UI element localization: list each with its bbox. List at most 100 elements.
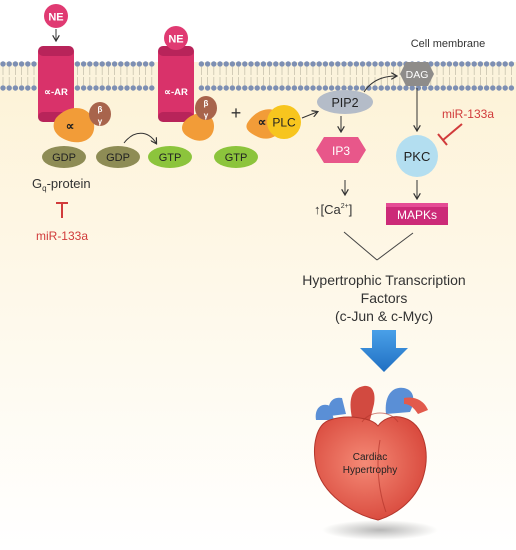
- membrane-lipid-head: [136, 85, 143, 91]
- pkc-kinase: PKC: [396, 135, 438, 177]
- membrane-lipid-head: [223, 61, 229, 67]
- dag-label: DAG: [406, 69, 429, 81]
- membrane-lipid-head: [18, 61, 25, 67]
- membrane-lipid-head: [440, 61, 446, 67]
- membrane-lipid-head: [0, 85, 6, 91]
- membrane-lipid-head: [428, 85, 434, 91]
- membrane-lipid-head: [235, 85, 242, 91]
- membrane-lipid-head: [254, 61, 260, 67]
- membrane-lipid-head: [390, 85, 397, 91]
- gtp-pill-2: GTP: [214, 146, 258, 168]
- mir133a-right-label: miR-133a: [442, 107, 494, 121]
- membrane-lipid-head: [31, 85, 37, 91]
- membrane-lipid-head: [397, 61, 403, 67]
- membrane-lipid-head: [273, 61, 279, 67]
- membrane-lipid-head: [285, 61, 291, 67]
- membrane-lipid-head: [335, 85, 341, 91]
- svg-text:β: β: [204, 99, 209, 108]
- gq-protein-trimer-left: ∝ β γ: [53, 102, 111, 143]
- membrane-lipid-head: [142, 85, 149, 91]
- membrane-lipid-head: [111, 61, 118, 67]
- heart-label-line1: Cardiac: [353, 452, 387, 463]
- transcription-factors-line1: Hypertrophic Transcription: [302, 272, 465, 288]
- membrane-lipid-head: [508, 85, 515, 91]
- membrane-lipid-head: [99, 61, 105, 67]
- membrane-lipid-head: [490, 85, 496, 91]
- pip2-lipid: PIP2: [317, 90, 373, 114]
- membrane-lipid-head: [285, 85, 291, 91]
- membrane-lipid-head: [341, 61, 347, 67]
- gdp-gtp-exchange-arrow: [123, 132, 156, 143]
- membrane-lipid-head: [248, 61, 254, 67]
- membrane-lipid-head: [384, 61, 391, 67]
- membrane-lipid-head: [477, 85, 484, 91]
- membrane-lipid-head: [291, 85, 298, 91]
- heart-illustration: Cardiac Hypertrophy: [314, 385, 438, 540]
- gq-protein-dissociated-right: β γ: [182, 96, 217, 141]
- membrane-lipid-head: [446, 85, 453, 91]
- gdp-pill-2: GDP: [96, 146, 140, 168]
- membrane-lipid-head: [316, 61, 322, 67]
- membrane-lipid-head: [372, 85, 378, 91]
- membrane-lipid-head: [105, 61, 112, 67]
- membrane-lipid-head: [136, 61, 143, 67]
- membrane-lipid-head: [87, 61, 93, 67]
- membrane-lipid-head: [18, 85, 25, 91]
- membrane-lipid-head: [347, 85, 353, 91]
- mir133a-inhibition-left: miR-133a: [36, 202, 88, 243]
- alpha-adrenergic-receptor-right: ∝-AR: [158, 46, 194, 122]
- big-blue-arrow: [360, 330, 408, 372]
- membrane-lipid-head: [118, 61, 124, 67]
- plc-to-pip2-arrow: [301, 112, 317, 119]
- membrane-lipid-head: [477, 61, 484, 67]
- membrane-lipid-head: [229, 85, 236, 91]
- membrane-lipid-head: [471, 61, 477, 67]
- membrane-lipid-head: [322, 85, 329, 91]
- membrane-lipid-head: [465, 85, 471, 91]
- gdp-pill-1: GDP: [42, 146, 86, 168]
- membrane-lipid-head: [297, 85, 304, 91]
- calcium-increase-label: ↑[Ca2+]: [314, 202, 352, 217]
- alpha-adrenergic-receptor-left: ∝-AR: [38, 46, 74, 122]
- membrane-lipid-head: [105, 85, 112, 91]
- membrane-lipid-head: [149, 61, 155, 67]
- membrane-lipid-head: [223, 85, 229, 91]
- cell-membrane: [0, 61, 516, 91]
- membrane-lipid-head: [322, 61, 329, 67]
- gq-protein-label: Gq-protein: [32, 176, 91, 193]
- membrane-lipid-head: [353, 85, 360, 91]
- membrane-lipid-head: [235, 61, 242, 67]
- membrane-lipid-head: [266, 85, 273, 91]
- ne-ligand-left: NE: [44, 4, 68, 40]
- membrane-lipid-head: [403, 85, 409, 91]
- membrane-lipid-head: [347, 61, 353, 67]
- membrane-lipid-head: [12, 61, 19, 67]
- membrane-lipid-head: [204, 61, 211, 67]
- membrane-lipid-head: [304, 85, 310, 91]
- membrane-lipid-head: [434, 61, 440, 67]
- membrane-lipid-head: [459, 61, 465, 67]
- membrane-lipid-head: [273, 85, 279, 91]
- membrane-lipid-head: [452, 61, 459, 67]
- membrane-lipid-head: [366, 61, 372, 67]
- membrane-lipid-head: [496, 85, 502, 91]
- membrane-lipid-head: [248, 85, 254, 91]
- membrane-lipid-head: [198, 61, 205, 67]
- membrane-lipid-head: [483, 61, 490, 67]
- membrane-lipid-head: [31, 61, 37, 67]
- heart-label-line2: Hypertrophy: [343, 465, 397, 476]
- membrane-lipid-head: [502, 85, 508, 91]
- g-alpha-left: ∝: [66, 119, 75, 133]
- membrane-lipid-head: [310, 61, 316, 67]
- g-gamma-left: γ: [98, 117, 103, 126]
- membrane-lipid-head: [502, 61, 508, 67]
- membrane-lipid-head: [353, 61, 360, 67]
- mir133a-inhibition-right: miR-133a: [437, 107, 494, 146]
- svg-text:∝: ∝: [258, 115, 267, 129]
- membrane-lipid-head: [440, 85, 446, 91]
- svg-text:GDP: GDP: [106, 152, 130, 164]
- membrane-lipid-head: [304, 61, 310, 67]
- membrane-lipid-head: [6, 85, 12, 91]
